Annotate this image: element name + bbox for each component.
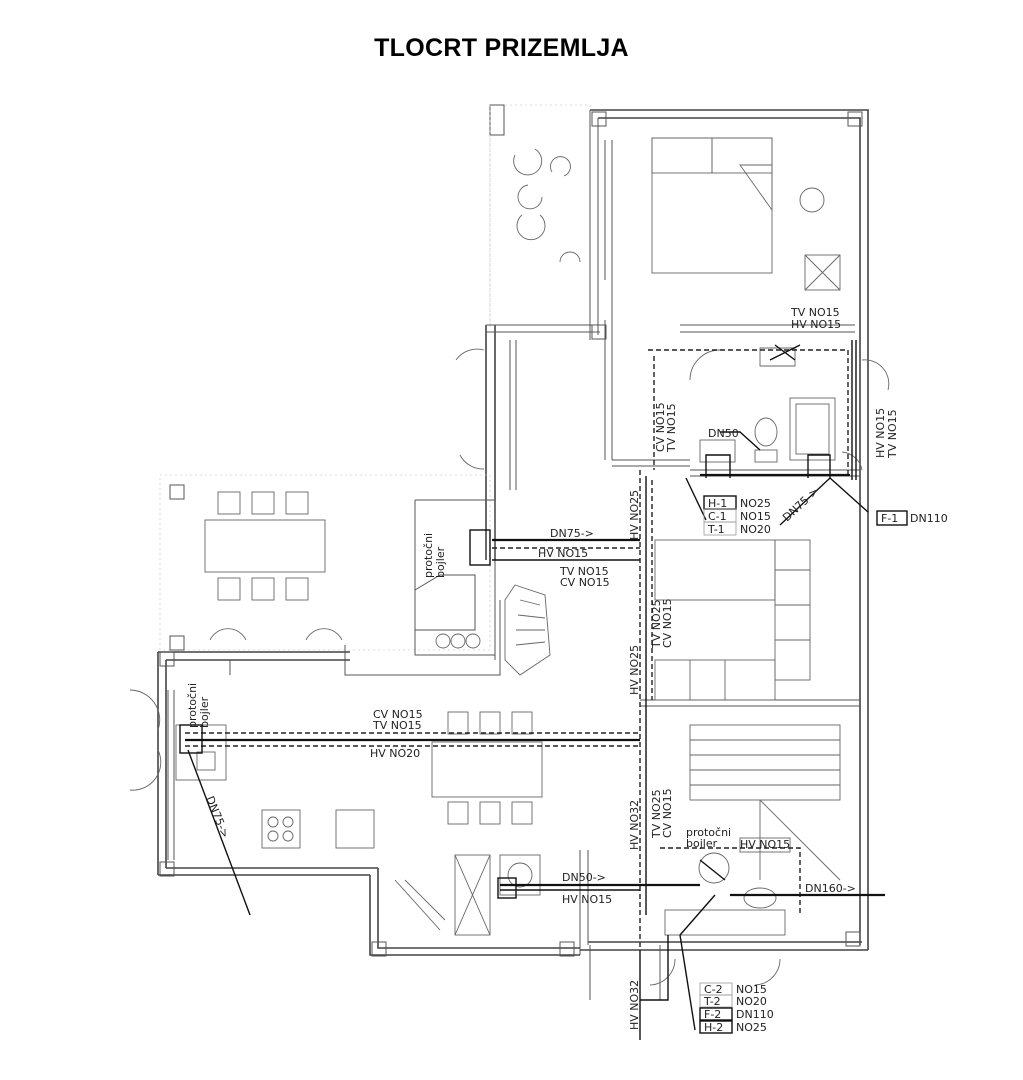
legend2-code-h2: H-2 [704,1021,723,1034]
legend1-val-t1: NO20 [740,523,771,536]
top-terrace [489,104,591,330]
label-cv-no15-vert1: CV NO15 [654,402,667,452]
label-tv-no15-top: TV NO15 [790,306,840,319]
label-tv-no15-kitchen: TV NO15 [372,719,422,732]
label-hv-no32-a: HV NO32 [628,800,641,850]
legend2-code-f2: F-2 [704,1008,721,1021]
label-dn75-left: DN75-> [203,794,231,840]
legend2-val-c2: NO15 [736,983,767,996]
label-dn50-top: DN50 [708,427,739,440]
page-title: TLOCRT PRIZEMLJA [374,34,629,62]
riser-legend-2: C-2 NO15 T-2 NO20 F-2 DN110 H-2 NO25 [699,982,774,1034]
label-hv-no20-kitchen: HV NO20 [370,747,420,760]
pipe-labels: TV NO15 HV NO15 HV NO15 TV NO15 DN50 HV … [186,306,899,1030]
riser-f1-code: F-1 [881,512,898,525]
legend1-code-t1: T-1 [707,523,725,536]
label-cv-no15-vert3: CV NO15 [661,788,674,838]
label-protocni-2a: protočni [186,683,199,728]
label-hv-no25-top: HV NO25 [628,490,641,540]
label-dn75-mid: DN75-> [550,527,594,540]
label-hv-no32-b: HV NO32 [628,980,641,1030]
legend2-code-t2: T-2 [703,995,721,1008]
label-tv-no15-right: TV NO15 [886,409,899,459]
label-dn75-diag: DN75-> [780,485,821,524]
legend2-val-f2: DN110 [736,1008,774,1021]
label-tv-no25-vert2: TV NO25 [650,599,663,649]
legend1-val-c1: NO15 [740,510,771,523]
label-cv-no15-vert2: CV NO15 [661,598,674,648]
label-tv-no15-vert1: TV NO15 [665,403,678,453]
riser-legend-1: H-1 NO25 C-1 NO15 T-1 NO20 [703,495,771,536]
riser-f1-tag: F-1 DN110 [876,510,948,526]
label-protocni-1b: bojler [434,546,447,578]
label-protocni-3b: bojler [686,837,718,850]
label-protocni-3a: protočni [686,826,731,839]
label-cv-no15-kitchen: CV NO15 [373,708,423,721]
label-hv-no15-right: HV NO15 [874,408,887,458]
legend2-val-h2: NO25 [736,1021,767,1034]
legend1-code-c1: C-1 [708,510,727,523]
label-cv-no15-mid: CV NO15 [560,576,610,589]
label-tv-no25-vert3: TV NO25 [650,789,663,839]
label-protocni-2b: bojler [198,696,211,728]
label-hv-no15-mid: HV NO15 [538,547,588,560]
piping [179,340,885,1040]
riser-f1-value: DN110 [910,512,948,525]
furniture [129,137,890,986]
label-hv-no15-top: HV NO15 [791,318,841,331]
legend1-code-h1: H-1 [708,497,727,510]
label-protocni-1a: protočni [422,533,435,578]
legend2-val-t2: NO20 [736,995,767,1008]
label-dn160: DN160-> [805,882,856,895]
label-hv-no15-bath: HV NO15 [740,838,790,851]
legend2-code-c2: C-2 [704,983,723,996]
legend1-val-h1: NO25 [740,497,771,510]
label-tv-no15-mid: TV NO15 [559,565,609,578]
label-dn50-bottom: DN50-> [562,871,606,884]
building-walls [157,109,869,1000]
label-hv-no25-mid: HV NO25 [628,645,641,695]
label-hv-no15-bottom: HV NO15 [562,893,612,906]
